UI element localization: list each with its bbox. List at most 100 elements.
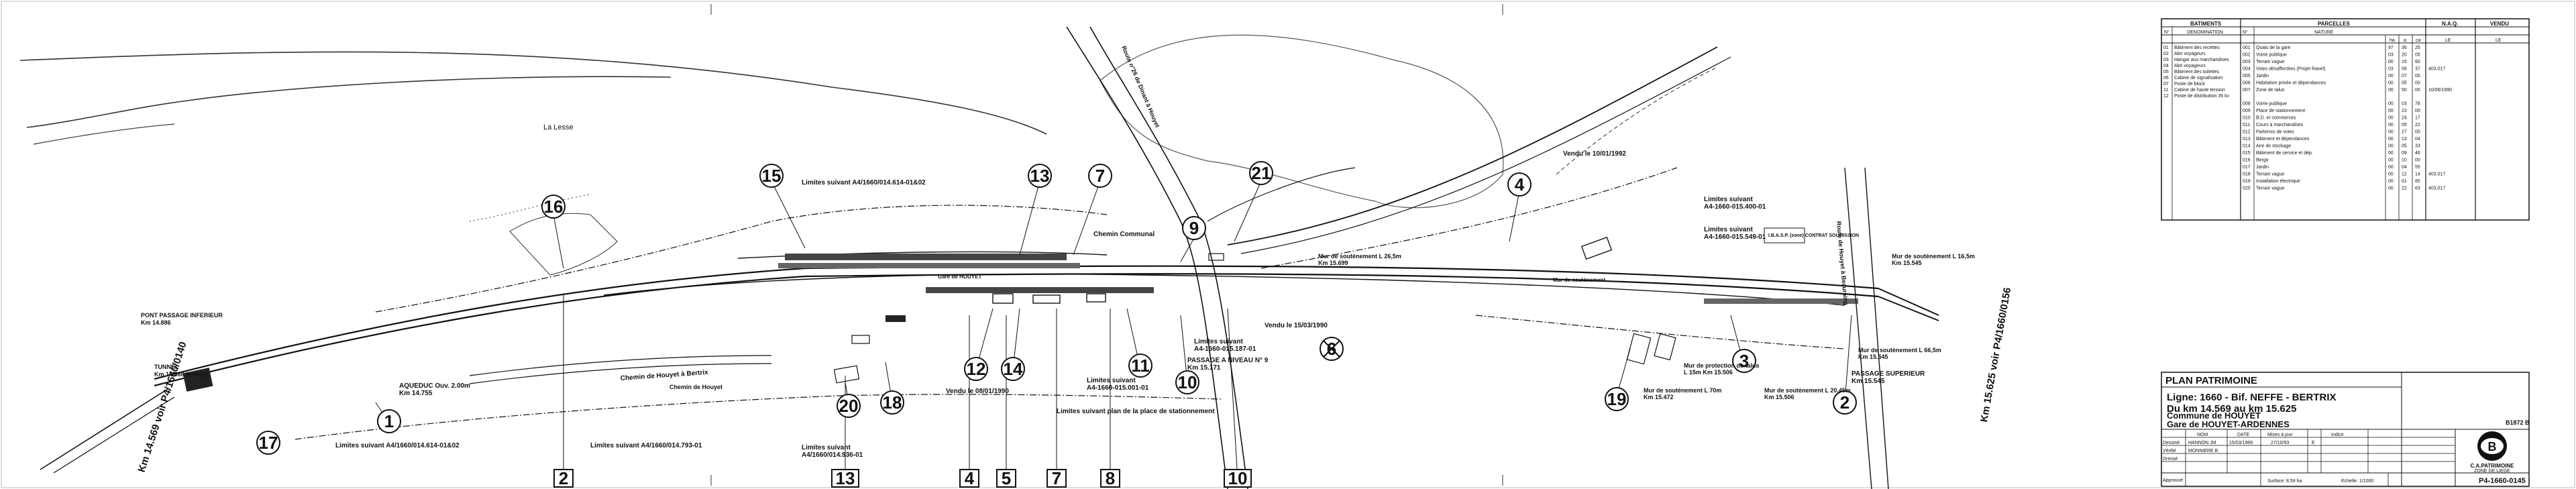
building-hangar bbox=[833, 365, 860, 384]
box-callouts: 2 13 4 5 7 8 10 bbox=[553, 468, 1252, 488]
parcel-ca: 60 bbox=[2415, 60, 2420, 64]
label-mur-d-km: Km 15.506 bbox=[1764, 394, 1794, 400]
label-limit-400a: Limites suivant bbox=[1704, 196, 1753, 203]
title-org-2: ZONE DE LIEGE bbox=[2474, 469, 2510, 474]
road-access bbox=[1207, 167, 1356, 222]
title-row-dresse: Dressé bbox=[2163, 457, 2178, 461]
road-n26-west bbox=[1066, 26, 1228, 489]
title-block: PLAN PATRIMOINE Ligne: 1660 - Bif. NEFFE… bbox=[2161, 372, 2530, 487]
legend-col-nature: NATURE bbox=[2314, 30, 2334, 35]
callout-13: 13 bbox=[1028, 164, 1052, 188]
parcel-number: 014 bbox=[2243, 144, 2251, 149]
title-dessine-nom: HANNON JM bbox=[2188, 441, 2216, 445]
parcel-ha: 00 bbox=[2388, 151, 2394, 156]
parcel-number: 013 bbox=[2243, 137, 2251, 142]
title-range: Du km 14.569 au km 15.625 bbox=[2167, 403, 2296, 415]
label-limit-793: Limites suivant A4/1660/014.793-01 bbox=[590, 442, 702, 449]
parcel-a: 10 bbox=[2402, 158, 2407, 163]
parcel-naq: 403.017 bbox=[2428, 186, 2445, 191]
parcel-ca: 63 bbox=[2415, 186, 2420, 191]
callout-12: 12 bbox=[964, 357, 988, 381]
parcel-limit-east bbox=[1260, 167, 1678, 269]
title-row-approuve: Approuvé bbox=[2163, 478, 2183, 483]
svg-text:1: 1 bbox=[384, 411, 394, 431]
svg-text:16: 16 bbox=[544, 197, 564, 217]
parcel-number: 002 bbox=[2243, 53, 2251, 58]
title-col-date: DATE bbox=[2237, 433, 2249, 437]
svg-text:9: 9 bbox=[1189, 218, 1199, 238]
callout-18: 18 bbox=[880, 390, 904, 415]
parcel-naq: 403.017 bbox=[2428, 172, 2445, 177]
box-callout-2: 2 bbox=[553, 468, 574, 488]
parcel-ca: 00 bbox=[2415, 81, 2420, 86]
parcel-number: 009 bbox=[2243, 109, 2251, 113]
parcel-ha: 00 bbox=[2388, 165, 2394, 170]
building-recettes bbox=[992, 293, 1014, 304]
svg-text:10: 10 bbox=[1228, 468, 1248, 488]
parcel-number: 015 bbox=[2243, 151, 2251, 156]
parcel-number: 018 bbox=[2243, 172, 2251, 177]
callout-14: 14 bbox=[1001, 357, 1025, 381]
parcel-a: 13 bbox=[2402, 137, 2407, 142]
chemin-houyet-bertrix bbox=[469, 355, 772, 376]
callout-10: 10 bbox=[1175, 370, 1199, 394]
parcel-nature: Installation électrique bbox=[2256, 179, 2300, 184]
river-label: La Lesse bbox=[543, 123, 574, 131]
track-east bbox=[1878, 288, 1939, 316]
parcel-ca: 00 bbox=[2415, 74, 2420, 78]
label-limit-400b: A4-1660-015.400-01 bbox=[1704, 203, 1766, 211]
parcel-number: 003 bbox=[2243, 60, 2251, 64]
parcel-nature: Aire de stockage bbox=[2256, 144, 2291, 149]
svg-text:7: 7 bbox=[1095, 166, 1105, 186]
callout-19: 19 bbox=[1605, 387, 1629, 411]
label-chemin-communal: Chemin Communal bbox=[1093, 231, 1155, 238]
svg-text:11: 11 bbox=[1131, 356, 1150, 376]
label-limit-614: Limites suivant A4/1660/014.614-01&02 bbox=[335, 442, 460, 449]
svg-text:13: 13 bbox=[836, 468, 855, 488]
svg-text:20: 20 bbox=[839, 396, 859, 416]
parcel-a: 50 bbox=[2402, 88, 2407, 93]
svg-text:4: 4 bbox=[1515, 174, 1525, 195]
callout-17: 17 bbox=[256, 431, 280, 455]
tunnel-approach-2 bbox=[53, 396, 175, 474]
building-small-2 bbox=[885, 315, 906, 322]
label-passage-niveau: PASSAGE A NIVEAU N° 9 bbox=[1187, 357, 1269, 364]
title-org-1: C.A.PATRIMOINE bbox=[2470, 463, 2514, 469]
title-echelle: Echelle: 1/1000 bbox=[2341, 479, 2373, 484]
parcel-ca: 46 bbox=[2415, 151, 2420, 156]
parcel-a: 05 bbox=[2402, 144, 2407, 149]
building-denomination: Bâtiment des toilettes bbox=[2174, 70, 2219, 74]
callout-15: 15 bbox=[759, 164, 784, 188]
label-pont-passage: PONT PASSAGE INFERIEUR bbox=[141, 312, 223, 319]
building-denomination: Poste de distribution 35 kv bbox=[2174, 94, 2230, 99]
legend-vendu-title: VENDU bbox=[2490, 21, 2509, 27]
parcel-ha: 00 bbox=[2388, 102, 2394, 107]
parcel-ca: 04 bbox=[2415, 137, 2420, 142]
label-mur-e: Mur de soutènement L 66,5m bbox=[1858, 347, 1941, 354]
ravel-line bbox=[1227, 46, 1718, 246]
box-callout-5: 5 bbox=[996, 468, 1016, 488]
parcel-nature: Zone de talus bbox=[2256, 88, 2285, 93]
parcel-ha: 00 bbox=[2388, 81, 2394, 86]
label-aqueduc: AQUEDUC Ouv. 2.00m bbox=[399, 382, 470, 390]
svg-text:19: 19 bbox=[1607, 389, 1627, 409]
parcel-a: 27 bbox=[2402, 130, 2407, 135]
parcel-ha: 00 bbox=[2388, 158, 2394, 163]
legend-col-ha: ha bbox=[2390, 38, 2395, 43]
parcel-nature: Jardin bbox=[2256, 74, 2269, 78]
box-callout-10: 10 bbox=[1224, 468, 1252, 488]
callout-2c: 2 bbox=[1833, 390, 1857, 415]
svg-text:3: 3 bbox=[1739, 351, 1749, 371]
title-mise-date: 27/10/93 bbox=[2271, 441, 2289, 445]
parcel-ha: 00 bbox=[2388, 123, 2394, 127]
box-callout-7: 7 bbox=[1046, 468, 1067, 488]
parcel-ca: 00 bbox=[2415, 88, 2420, 93]
parcel-ca: 55 bbox=[2415, 165, 2420, 170]
label-limit-549b: A4-1660-015.549-01 bbox=[1704, 233, 1766, 241]
parcel-a: 09 bbox=[2402, 151, 2407, 156]
parcel-ha: 00 bbox=[2388, 74, 2394, 78]
building-number: 01 bbox=[2163, 46, 2169, 50]
label-chemin-houyet: Chemin de Houyet bbox=[669, 384, 722, 390]
